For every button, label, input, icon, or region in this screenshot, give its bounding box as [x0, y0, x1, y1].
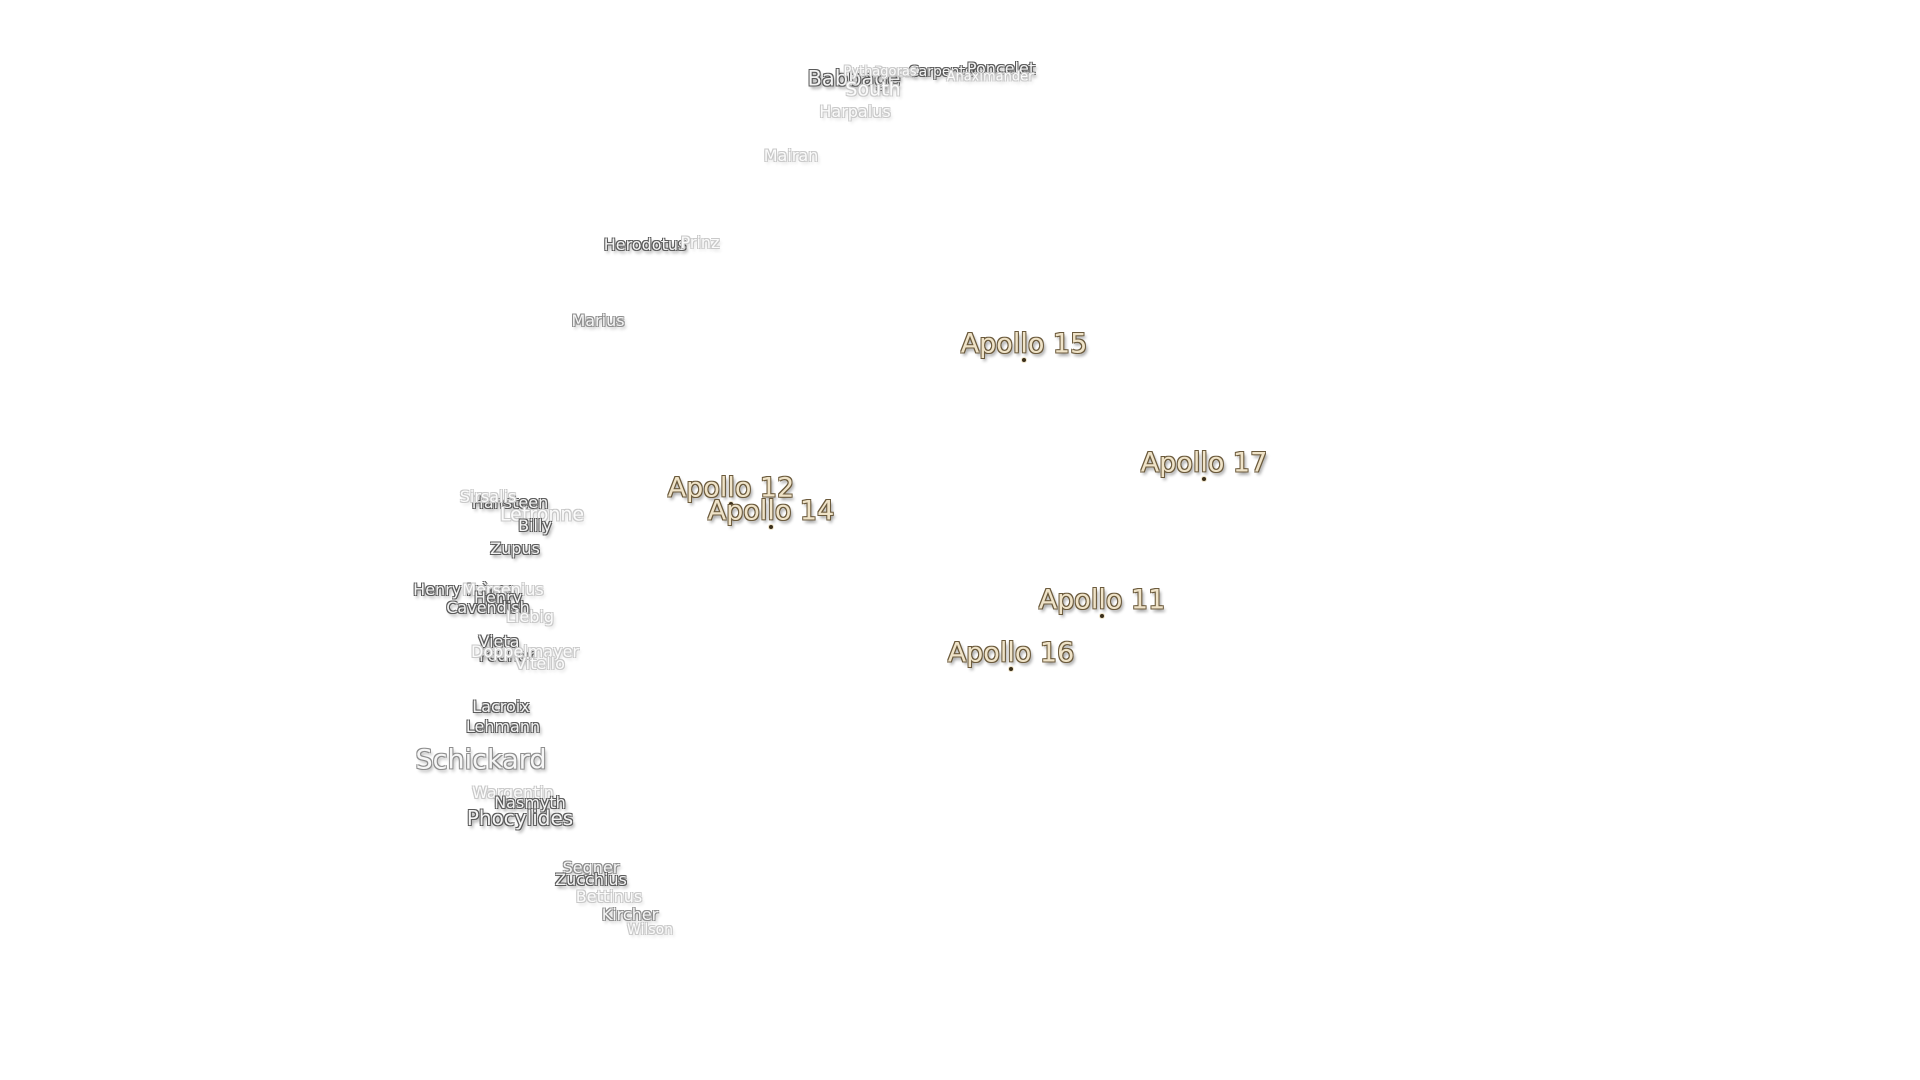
crater-label: South — [845, 78, 901, 101]
crater-label: Vieta — [478, 632, 520, 651]
landing-site-marker-icon[interactable] — [729, 502, 733, 506]
landing-site-marker-icon[interactable] — [1100, 614, 1104, 618]
crater-label: Herodotus — [603, 235, 687, 254]
apollo-site-label[interactable]: Apollo 16 — [947, 637, 1075, 669]
crater-label: Wilson — [626, 922, 674, 938]
apollo-site-label[interactable]: Apollo 15 — [960, 328, 1088, 360]
crater-label: Harpalus — [819, 102, 891, 121]
crater-label: Lehmann — [465, 717, 541, 736]
crater-label: Lacroix — [472, 697, 530, 716]
apollo-site-label[interactable]: Apollo 17 — [1140, 447, 1268, 479]
crater-label: Henry — [473, 588, 523, 607]
crater-label: Vitello — [515, 654, 565, 673]
crater-label: Liebig — [506, 607, 554, 626]
crater-label: Letronne — [499, 503, 585, 526]
crater-label: Doppelmayer — [471, 642, 579, 661]
crater-label: Carpenter — [908, 64, 980, 80]
crater-label: Wargentin — [472, 783, 554, 802]
crater-label: Sirsalis — [459, 487, 517, 506]
crater-label: Phocylides — [466, 806, 574, 830]
crater-label: Hansteen — [471, 493, 549, 512]
crater-label: Pascal — [874, 65, 916, 81]
crater-label: Pythagoras — [843, 64, 917, 80]
crater-label: Fourier — [478, 646, 536, 665]
crater-label: Mersenius — [462, 580, 544, 599]
crater-label: Babbage — [807, 66, 901, 91]
apollo-site-label[interactable]: Apollo 14 — [707, 495, 835, 527]
crater-label: Cavendish — [446, 598, 530, 617]
landing-site-marker-icon[interactable] — [1022, 358, 1026, 362]
crater-label: Schickard — [415, 744, 547, 776]
landing-site-marker-icon[interactable] — [1009, 667, 1013, 671]
apollo-site-label[interactable]: Apollo 11 — [1038, 584, 1166, 616]
crater-label: Prinz — [680, 233, 720, 252]
landing-site-marker-icon[interactable] — [1202, 477, 1206, 481]
crater-label: Marius — [571, 311, 625, 330]
crater-label: Zucchius — [555, 870, 627, 889]
crater-label: Henry Frères — [413, 580, 515, 599]
landing-site-marker-icon[interactable] — [769, 525, 773, 529]
crater-label: Billy — [518, 516, 552, 535]
crater-label: Anaximander — [946, 69, 1034, 85]
apollo-site-label[interactable]: Apollo 12 — [667, 472, 795, 504]
crater-label: Kircher — [601, 905, 659, 924]
crater-label: Poncelet — [966, 59, 1036, 78]
crater-label: Bettinus — [575, 887, 643, 906]
crater-label: Zupus — [490, 539, 540, 558]
crater-label: Segner — [562, 858, 620, 877]
crater-label: Nasmyth — [494, 793, 566, 812]
crater-label: Mairan — [763, 146, 819, 165]
